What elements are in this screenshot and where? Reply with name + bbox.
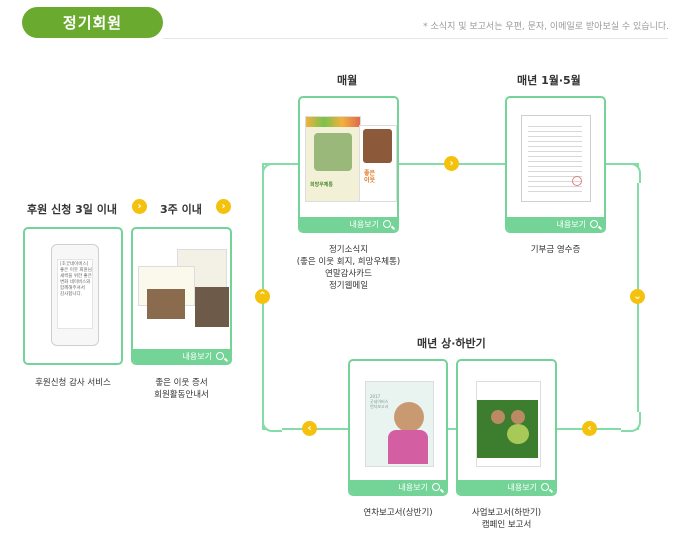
monthly-newsletter-card[interactable]: 희망우체통 좋은 이웃 내용보기 <box>298 96 399 233</box>
header-divider <box>163 38 668 39</box>
caption-welcome: 좋은 이웃 증서 회원활동안내서 <box>131 377 232 401</box>
view-button[interactable]: 내용보기 <box>507 217 604 231</box>
half-year-title: 매년 상·하반기 <box>417 337 486 350</box>
heemang-cover-title: 희망우체통 <box>310 182 334 188</box>
welcome-kit-card[interactable]: 내용보기 <box>131 227 232 365</box>
caption-annual: 연차보고서(상반기) <box>363 508 433 518</box>
caption-line: 사업보고서(하반기) <box>471 508 542 518</box>
search-icon <box>432 483 440 491</box>
annual-report-card[interactable]: 2017 굿네이버스 연차보고서 내용보기 <box>348 359 448 496</box>
chevron-right-icon: › <box>444 156 459 171</box>
loop-line-bottom <box>262 428 639 430</box>
joeun-cover: 좋은 이웃 <box>359 125 397 202</box>
loop-corner-tl <box>262 163 282 183</box>
caption-sms: 후원신청 감사 서비스 <box>35 378 111 388</box>
phone-illustration: [초굿네이버스] 좋은 이웃 회원님! 새싹을 위한 좋은 변화 네이버스와 함… <box>51 244 99 346</box>
caption-line: 정기소식지 <box>328 245 369 255</box>
view-button-label: 내용보기 <box>182 351 212 361</box>
caption-line: 좋은 이웃 증서 <box>155 378 208 388</box>
view-button[interactable]: 내용보기 <box>350 480 446 494</box>
chevron-up-icon: ⌃ <box>255 289 270 304</box>
search-icon <box>216 352 224 360</box>
receipt-document <box>521 115 591 202</box>
caption-line: 회원활동안내서 <box>154 390 209 400</box>
section-title: 정기회원 <box>62 14 123 32</box>
search-icon <box>383 220 391 228</box>
chevron-right-icon: › <box>132 199 147 214</box>
search-icon <box>541 483 549 491</box>
chevron-left-icon: ‹ <box>302 421 317 436</box>
step1-title: 후원 신청 3일 이내 <box>27 203 117 216</box>
business-report-cover <box>476 381 541 467</box>
children-photo <box>147 289 185 319</box>
view-button[interactable]: 내용보기 <box>458 480 555 494</box>
caption-line: (좋은 이웃 회지, 희망우체통) <box>296 257 401 267</box>
loop-corner-br <box>621 412 641 432</box>
monthly-title: 매월 <box>337 74 358 87</box>
chevron-down-icon: ⌄ <box>630 289 645 304</box>
joeun-cover-title: 좋은 이웃 <box>364 170 376 184</box>
view-button-label: 내용보기 <box>349 219 379 229</box>
caption-receipt: 기부금 영수증 <box>530 245 581 255</box>
caption-monthly: 정기소식지 (좋은 이웃 회지, 희망우체통) 연말감사카드 정기웹메일 <box>290 244 407 292</box>
business-report-card[interactable]: 내용보기 <box>456 359 557 496</box>
chevron-left-icon: ‹ <box>582 421 597 436</box>
children-photo <box>195 287 229 327</box>
caption-line: 정기웹메일 <box>328 281 369 291</box>
sms-text: [초굿네이버스] 좋은 이웃 회원님! 새싹을 위한 좋은 변화 네이버스와 함… <box>57 259 93 329</box>
view-button[interactable]: 내용보기 <box>300 217 397 231</box>
view-button-label: 내용보기 <box>556 219 586 229</box>
section-title-badge: 정기회원 <box>22 7 163 38</box>
annual-report-cover-title: 2017 굿네이버스 연차보고서 <box>370 394 389 409</box>
annual-report-cover: 2017 굿네이버스 연차보고서 <box>365 381 434 467</box>
view-button[interactable]: 내용보기 <box>133 349 230 363</box>
loop-corner-tr <box>621 163 641 183</box>
view-button-label: 내용보기 <box>398 482 428 492</box>
heemang-cover: 희망우체통 <box>305 116 361 202</box>
step2-title: 3주 이내 <box>160 203 202 216</box>
caption-line: 연말감사카드 <box>325 269 372 279</box>
delivery-notice: * 소식지 및 보고서는 우편, 문자, 이메일로 받아보실 수 있습니다. <box>423 22 669 32</box>
yearly-title: 매년 1월·5월 <box>517 74 581 87</box>
caption-line: 캠페인 보고서 <box>481 520 532 530</box>
search-icon <box>590 220 598 228</box>
view-button-label: 내용보기 <box>507 482 537 492</box>
caption-business: 사업보고서(하반기) 캠페인 보고서 <box>456 507 557 531</box>
loop-corner-bl <box>262 412 282 432</box>
chevron-right-icon: › <box>216 199 231 214</box>
sms-thanks-card[interactable]: [초굿네이버스] 좋은 이웃 회원님! 새싹을 위한 좋은 변화 네이버스와 함… <box>23 227 123 365</box>
donation-receipt-card[interactable]: 내용보기 <box>505 96 606 233</box>
